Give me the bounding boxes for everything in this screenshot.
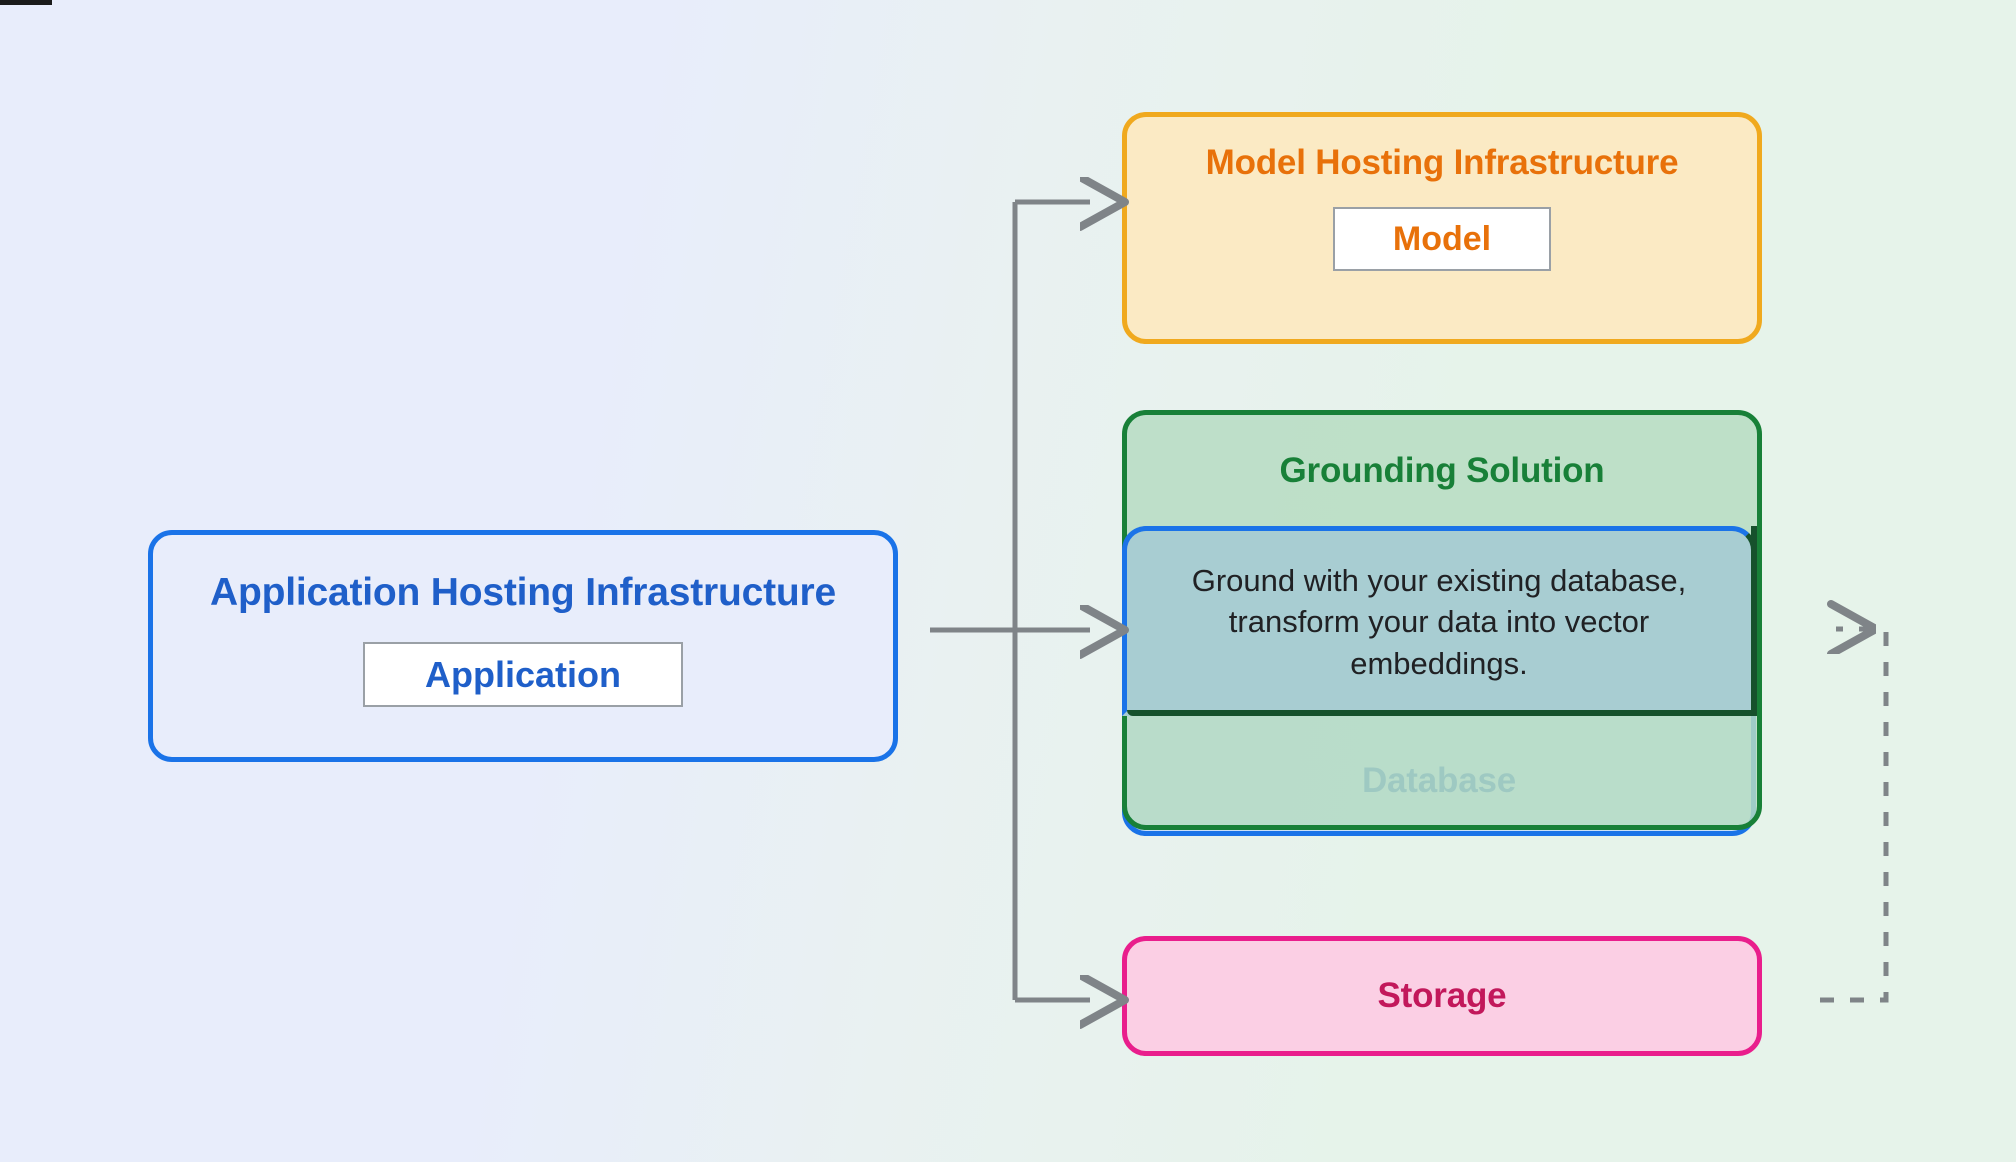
node-application-hosting-infrastructure[interactable]: Application Hosting Infrastructure Appli… (148, 530, 898, 762)
connector-storage-to-database-dashed (1820, 629, 1889, 1003)
node-model-hosting-infrastructure[interactable]: Model Hosting Infrastructure Model (1122, 112, 1762, 344)
corner-tick-mark (0, 0, 52, 5)
grounding-solution-title: Grounding Solution (1279, 451, 1605, 490)
chip-application[interactable]: Application (363, 642, 683, 707)
chip-model[interactable]: Model (1333, 207, 1551, 271)
node-grounding-database-overlap (1122, 526, 1756, 716)
model-hosting-title: Model Hosting Infrastructure (1205, 143, 1679, 182)
overlap-bottom-edge (1127, 710, 1757, 716)
application-hosting-title: Application Hosting Infrastructure (210, 571, 836, 614)
overlap-right-edge (1751, 526, 1757, 716)
node-storage[interactable]: Storage (1122, 936, 1762, 1056)
storage-title: Storage (1377, 976, 1507, 1015)
